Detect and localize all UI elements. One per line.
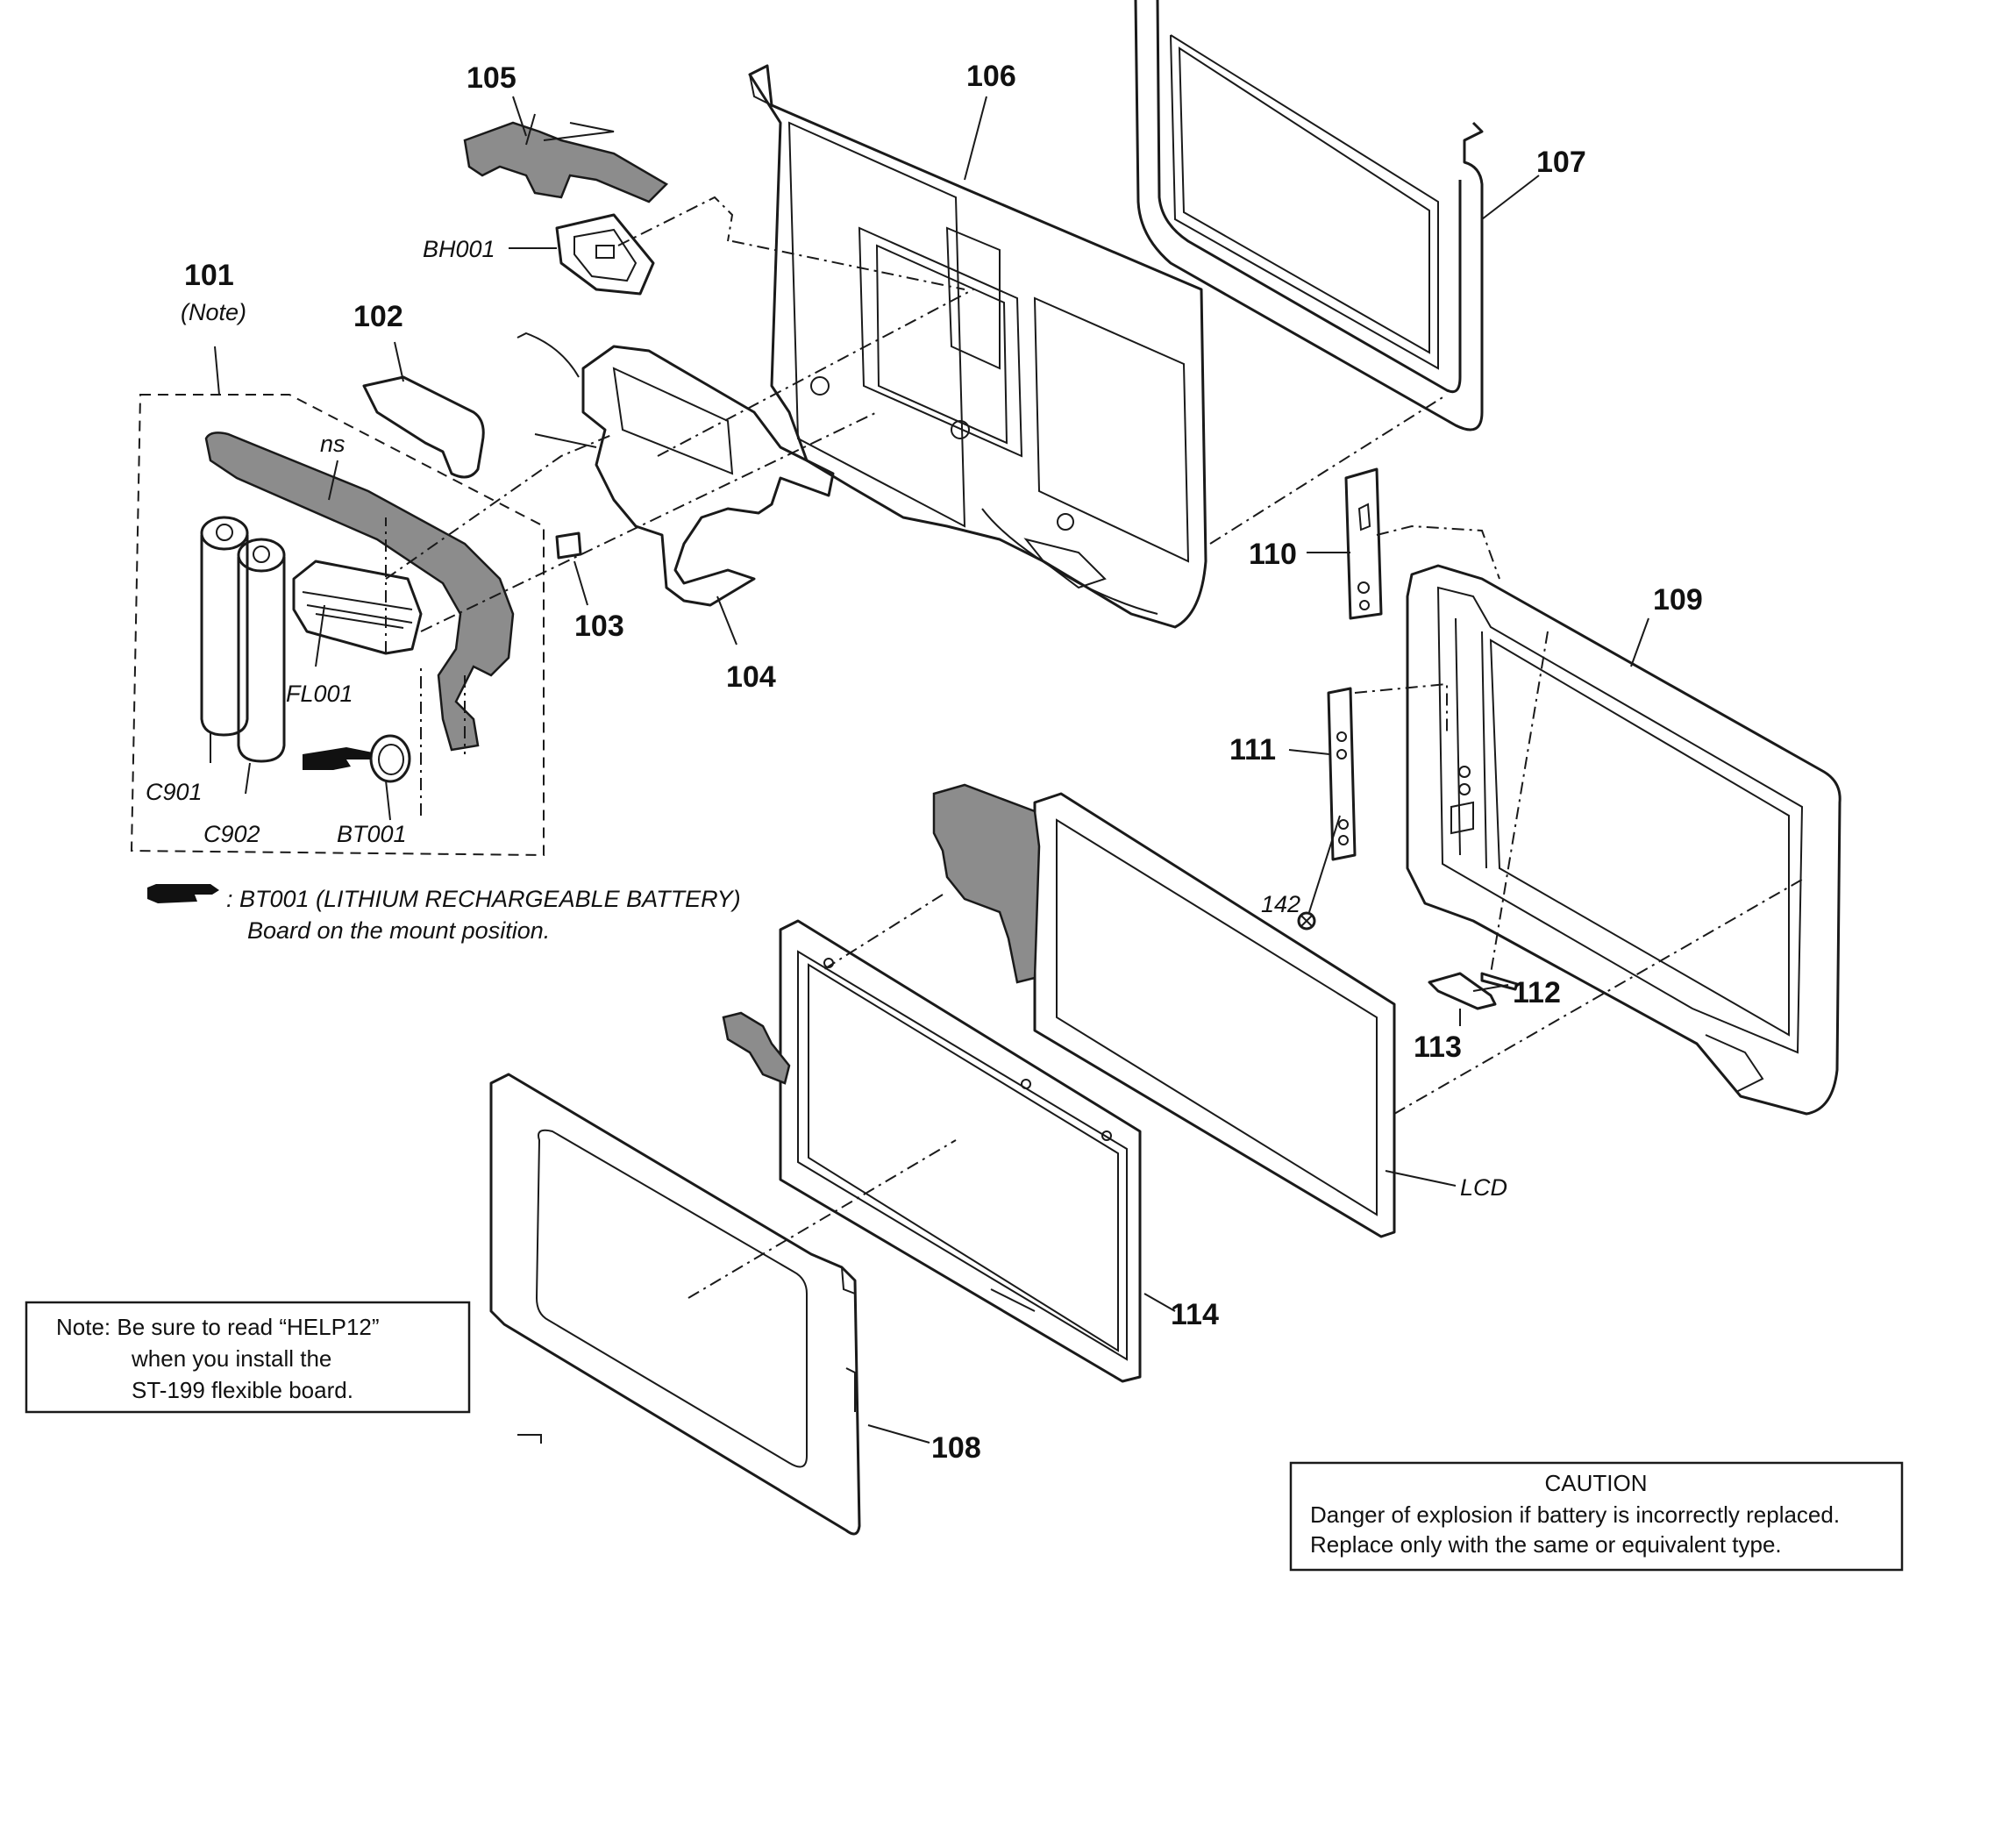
label-113: 113 — [1414, 1031, 1462, 1064]
battery-legend: : BT001 (LITHIUM RECHARGEABLE BATTERY) B… — [147, 884, 741, 944]
label-102: 102 — [353, 300, 403, 333]
part-104-bracket — [516, 332, 835, 607]
label-107: 107 — [1536, 146, 1586, 179]
part-108-front-panel — [489, 1073, 861, 1536]
label-110: 110 — [1249, 538, 1297, 571]
label-c902: C902 — [203, 821, 260, 847]
part-110-bracket — [1344, 467, 1383, 620]
caution-line-2: Replace only with the same or equivalent… — [1310, 1531, 1782, 1558]
label-c901: C901 — [146, 779, 203, 805]
label-142: 142 — [1261, 891, 1300, 917]
note-box: Note: Be sure to read “HELP12” when you … — [25, 1301, 542, 1444]
label-103: 103 — [574, 610, 624, 643]
label-106: 106 — [966, 60, 1016, 93]
label-109: 109 — [1653, 583, 1703, 617]
component-fl001 — [292, 560, 423, 655]
caution-line-1: Danger of explosion if battery is incorr… — [1310, 1501, 1840, 1528]
caution-box: CAUTION Danger of explosion if battery i… — [1289, 1461, 1904, 1572]
label-104: 104 — [726, 660, 776, 694]
pointing-hand-icon — [303, 747, 373, 770]
pointing-hand-icon — [147, 884, 219, 903]
label-101-note: (Note) — [181, 299, 246, 325]
note-line-1: Note: Be sure to read “HELP12” — [56, 1314, 380, 1340]
label-111: 111 — [1229, 733, 1276, 767]
part-107-rear-frame — [1134, 0, 1484, 431]
note-line-2: when you install the — [131, 1345, 331, 1372]
capacitor-c902 — [237, 538, 286, 763]
leader-lines — [210, 96, 1649, 1444]
label-105: 105 — [467, 61, 516, 95]
component-bt001-battery — [369, 734, 411, 821]
label-fl001: FL001 — [286, 681, 353, 707]
part-113 — [1428, 972, 1497, 1010]
label-lcd: LCD — [1460, 1174, 1507, 1201]
label-112: 112 — [1513, 976, 1561, 1009]
label-101: 101 — [184, 259, 234, 292]
part-114-bezel — [722, 919, 1142, 1383]
part-labels: 105 106 107 BH001 101 (Note) 102 ns 103 … — [146, 60, 1703, 1465]
part-103-pad — [555, 531, 582, 560]
part-102-sheet — [362, 375, 485, 479]
part-112 — [1480, 972, 1519, 991]
part-106-main-chassis — [748, 64, 1207, 629]
label-108: 108 — [931, 1431, 981, 1465]
part-bh001-holder — [555, 213, 655, 296]
note-line-3: ST-199 flexible board. — [132, 1377, 353, 1403]
label-114: 114 — [1171, 1298, 1219, 1331]
legend-line-1: : BT001 (LITHIUM RECHARGEABLE BATTERY) — [226, 886, 741, 912]
part-lcd-panel — [932, 783, 1396, 1238]
assembly-lines — [385, 196, 1807, 1299]
label-bh001: BH001 — [423, 236, 495, 262]
screw-icon — [1297, 815, 1341, 931]
label-bt001: BT001 — [337, 821, 407, 847]
caution-title: CAUTION — [1545, 1470, 1648, 1496]
label-ns: ns — [320, 431, 345, 457]
part-109-front-frame — [1406, 564, 1841, 1116]
legend-line-2: Board on the mount position. — [247, 917, 550, 944]
part-111-strip — [1327, 687, 1357, 861]
part-105-flex-board — [463, 113, 669, 203]
capacitor-c901 — [200, 516, 249, 737]
